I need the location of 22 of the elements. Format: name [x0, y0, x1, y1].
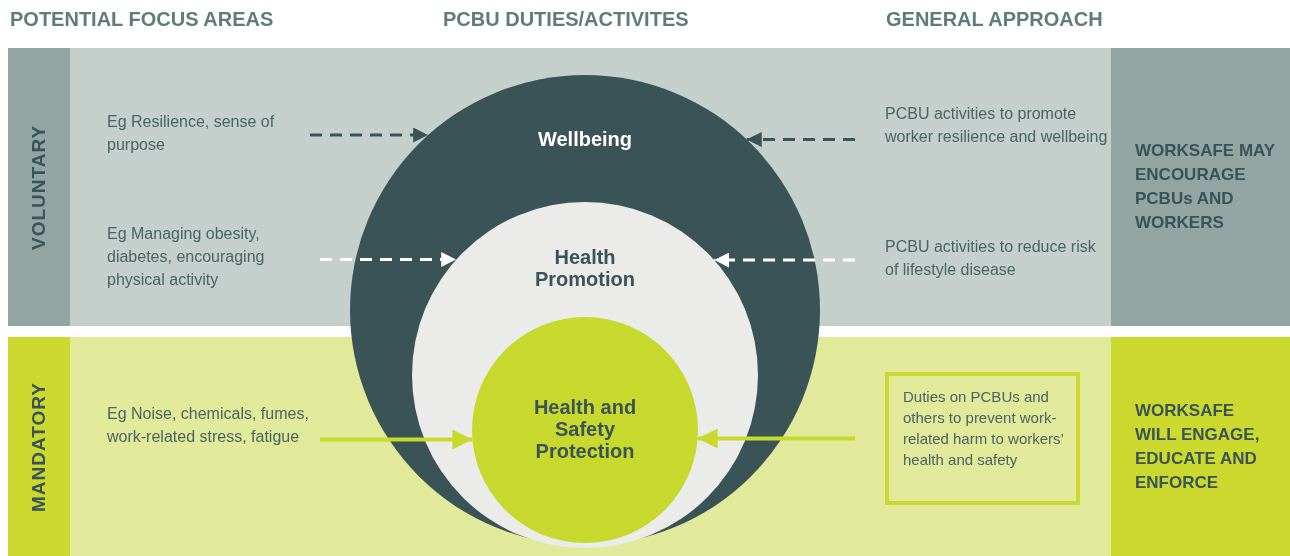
focus-text: Eg Managing obesity, diabetes, encouraging physical activity	[107, 224, 266, 290]
arrow	[697, 428, 855, 449]
column-heading: POTENTIAL FOCUS AREAS	[10, 8, 274, 31]
focus-text: PCBU activities to promote worker resilience and wellbeing	[885, 104, 1109, 147]
focus-text: PCBU activities to reduce risk of lifestyle disease	[885, 237, 1097, 280]
arrow	[714, 252, 855, 268]
circle-label: Health and Safety Protection	[532, 396, 638, 462]
side-label: MANDATORY	[8, 337, 70, 556]
circle-label: Health Promotion	[534, 246, 636, 290]
arrow	[320, 252, 457, 267]
arrow	[320, 429, 473, 450]
duty-text-box: Duties on PCBUs and others to prevent work-related harm to workers’ health and safety	[885, 372, 1080, 505]
approach-text: WORKSAFE MAY ENCOURAGE PCBUs AND WORKERS	[1111, 48, 1290, 326]
column-heading: PCBU DUTIES/ACTIVITES	[443, 8, 689, 31]
focus-text: Eg Noise, chemicals, fumes, work-related stress, fatigue	[107, 404, 310, 447]
side-label: VOLUNTARY	[8, 48, 70, 326]
arrow	[746, 132, 855, 147]
column-heading: GENERAL APPROACH	[886, 8, 1103, 31]
approach-text: WORKSAFE WILL ENGAGE, EDUCATE AND ENFORCE	[1111, 337, 1290, 556]
circle-label: Wellbeing	[536, 128, 634, 150]
arrow	[310, 127, 429, 143]
focus-text: Eg Resilience, sense of purpose	[107, 112, 276, 155]
